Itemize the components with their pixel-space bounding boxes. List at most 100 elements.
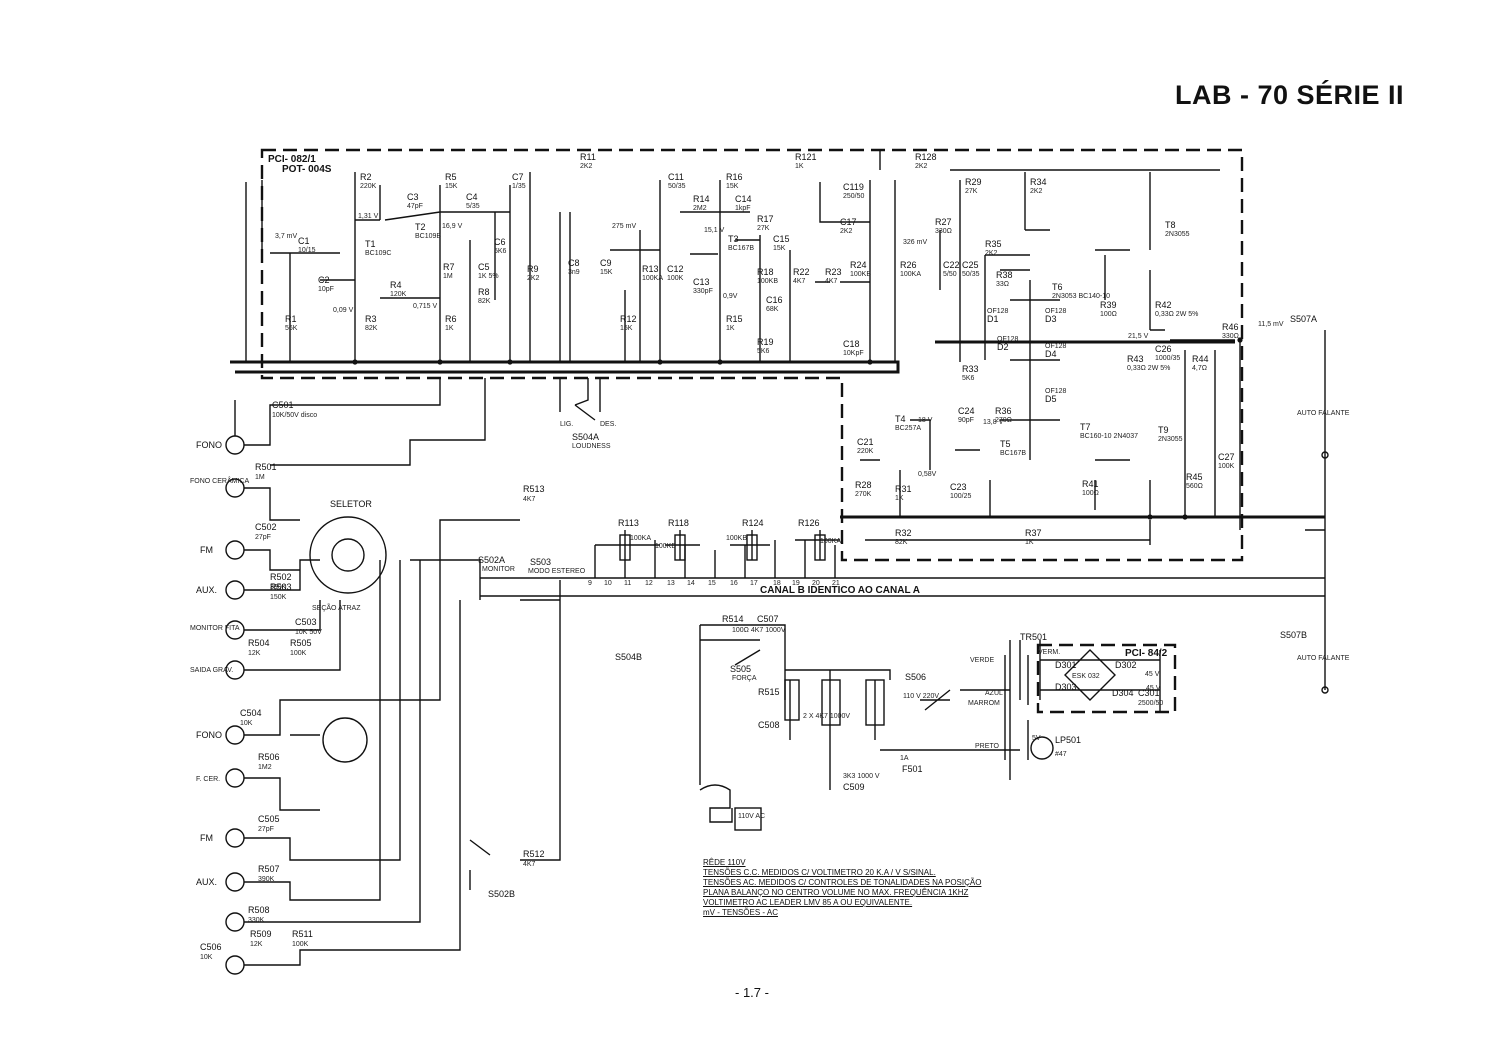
pot-r126 <box>814 534 826 561</box>
switch-s506-label: 110 V 220V <box>903 693 939 700</box>
resistor-r3-val: 82K <box>365 325 378 332</box>
capacitor-c13-ref: C13 <box>693 277 710 287</box>
speaker-b-terminal <box>1321 686 1329 694</box>
junction-node <box>1182 514 1188 520</box>
wire-lamp: 5V <box>1032 735 1041 742</box>
capacitor-c26-val: 1000/35 <box>1155 355 1180 362</box>
voltage-v13: 21,5 V <box>1128 333 1149 340</box>
c509-val: 3K3 1000 V <box>843 773 880 780</box>
transistor-t9-type: 2N3055 <box>1158 436 1183 443</box>
part-r511-ref: R511 <box>292 929 313 939</box>
switch-s503-ref: S503 <box>530 557 551 567</box>
resistor-r45-ref: R45 <box>1186 472 1203 482</box>
resistor-r515 <box>784 679 800 721</box>
pot-r124-val: 100KB <box>726 535 747 542</box>
resistor-r16-val: 15K <box>726 183 739 190</box>
capacitor-c3-val: 47pF <box>407 203 423 210</box>
resistor-r15-val: 1K <box>726 325 735 332</box>
part-r509-ref: R509 <box>250 929 272 939</box>
capacitor-c22-ref: C22 <box>943 260 960 270</box>
capacitor-c14-ref: C14 <box>735 194 752 204</box>
resistor-r42-val: 0,33Ω 2W 5% <box>1155 311 1198 318</box>
input-label-fm: FM <box>200 545 213 555</box>
voltage-v10: 18 V <box>918 417 933 424</box>
output-wiring <box>860 169 1241 545</box>
transistor-t3-type: BC167B <box>728 245 754 252</box>
r515-label: R515 <box>758 687 780 697</box>
capacitor-c12-val: 100K <box>667 275 684 282</box>
speaker-b-label: AUTO FALANTE <box>1297 655 1350 662</box>
capacitor-c15-val: 15K <box>773 245 786 252</box>
tone-pots <box>594 530 840 578</box>
resistor-r19-val: 5K6 <box>757 348 770 355</box>
resistor-r14-val: 2M2 <box>693 205 707 212</box>
resistor-r17-val: 27K <box>757 225 770 232</box>
part-r508-val: 330K <box>248 917 265 924</box>
transistor-t5-ref: T5 <box>1000 439 1011 449</box>
resistor-r32-ref: R32 <box>895 528 912 538</box>
resistor-r35-val: 2K2 <box>985 250 998 257</box>
capacitor-c508b <box>865 679 885 726</box>
part-r503-val: 150K <box>270 594 287 601</box>
c507-label: C507 <box>757 614 779 624</box>
terminal-9: 9 <box>588 580 592 587</box>
resistor-r13-ref: R13 <box>642 264 659 274</box>
speaker-a-terminal <box>1321 451 1329 459</box>
d304-label: D304 <box>1112 688 1134 698</box>
resistor-r16-ref: R16 <box>726 172 743 182</box>
terminal-21: 21 <box>832 580 840 587</box>
part-r506-val: 1M2 <box>258 764 272 771</box>
resistor-r31-ref: R31 <box>895 484 912 494</box>
jack-aux2 <box>225 872 245 892</box>
transistor-t8-ref: T8 <box>1165 220 1176 230</box>
resistor-r24-val: 100KB <box>850 271 871 278</box>
capacitor-c17-ref: C17 <box>840 217 857 227</box>
note-line: RÊDE 110V <box>703 858 746 867</box>
r514-label: R514 <box>722 614 744 624</box>
note-line: mV - TENSÕES - AC <box>703 908 778 917</box>
capacitor-c21-ref: C21 <box>857 437 874 447</box>
terminal-20: 20 <box>812 580 820 587</box>
part-c503-val: 10K 50V <box>295 629 322 636</box>
c509-label: C509 <box>843 782 865 792</box>
resistor-r31-val: 1K <box>895 495 904 502</box>
transistor-t2-type: BC109B <box>415 233 441 240</box>
part-r505-val: 100K <box>290 650 307 657</box>
input-wiring <box>234 378 561 966</box>
transistor-t6-type: 2N3053 BC140-10 <box>1052 293 1110 300</box>
input-jacks <box>225 435 245 975</box>
preamp-wiring <box>245 150 961 362</box>
junction-node <box>507 359 513 365</box>
capacitor-c3-ref: C3 <box>407 192 419 202</box>
voltage-v8: 0,9V <box>723 293 738 300</box>
switch-s507a-ref: S507A <box>1290 314 1317 324</box>
f501-label: F501 <box>902 764 923 774</box>
resistor-r128-val: 2K2 <box>915 163 928 170</box>
measurement-notes: RÊDE 110V TENSÕES C.C. MEDIDOS C/ VOLTIM… <box>703 858 981 918</box>
board-label-main: PCI- 082/1 <box>268 154 316 165</box>
note-line: VOLTIMETRO AC LEADER LMV 85 A OU EQUIVAL… <box>703 898 913 907</box>
jack-aux <box>225 580 245 600</box>
resistor-r24-ref: R24 <box>850 260 867 270</box>
resistor-r14-ref: R14 <box>693 194 710 204</box>
selector-secao: SEÇÃO ATRAZ <box>312 603 361 612</box>
jack-fm2 <box>225 828 245 848</box>
switch-s504a-ref: S504A <box>572 432 599 442</box>
d302-label: D302 <box>1115 660 1137 670</box>
resistor-r34-val: 2K2 <box>1030 188 1043 195</box>
resistor-r7-ref: R7 <box>443 262 455 272</box>
transistor-t8-type: 2N3055 <box>1165 231 1190 238</box>
part-r504-ref: R504 <box>248 638 270 648</box>
part-r513-ref: R513 <box>523 484 545 494</box>
switch-s504b-ref: S504B <box>615 652 642 662</box>
resistor-r2-ref: R2 <box>360 172 372 182</box>
resistor-r15-ref: R15 <box>726 314 743 324</box>
loudness-wiring <box>559 378 601 421</box>
diode-d3-ref: D3 <box>1045 314 1057 324</box>
voltage-v1: 3,7 mV <box>275 233 298 240</box>
resistor-r38-val: 33Ω <box>996 281 1009 288</box>
part-c504-val: 10K <box>240 720 253 727</box>
capacitor-c5-val: 1K 5% <box>478 273 499 280</box>
voltage-v3: 0,09 V <box>333 307 354 314</box>
resistor-r19-ref: R19 <box>757 337 774 347</box>
